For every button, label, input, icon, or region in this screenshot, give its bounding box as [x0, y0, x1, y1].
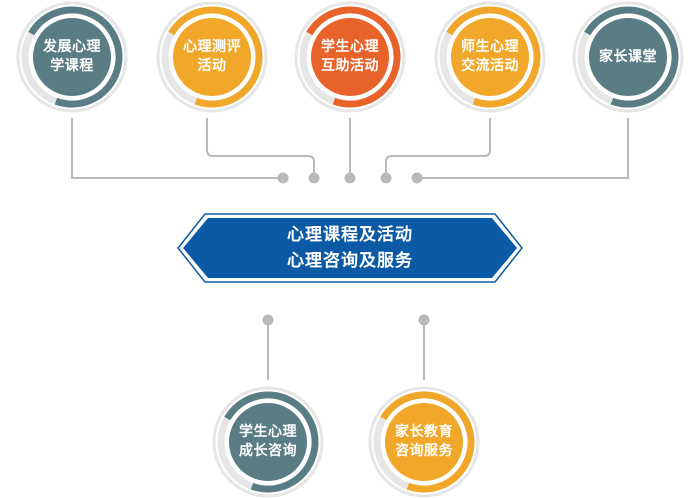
node-ring-arc	[306, 6, 401, 108]
banner-outline	[177, 213, 523, 283]
bottom-node-label-2: 家长教育咨询服务	[384, 412, 464, 472]
top-node-5	[572, 1, 684, 113]
node-ring-arc	[380, 391, 475, 493]
connector-node-4	[385, 118, 491, 178]
node-halo	[212, 386, 324, 498]
node-label-line: 学生心理	[239, 424, 297, 440]
node-fill	[311, 18, 389, 96]
node-label-line: 成长咨询	[239, 443, 297, 459]
node-label-line: 活动	[197, 58, 227, 74]
node-label-line: 心理测评	[183, 39, 241, 55]
bottom-node-label-1: 学生心理成长咨询	[228, 412, 308, 472]
bottom-dots	[262, 314, 430, 326]
bottom-connectors	[267, 320, 425, 380]
connector-node-2	[206, 118, 315, 178]
top-node-2	[156, 1, 268, 113]
banner-fill	[183, 218, 517, 278]
connector-dot	[308, 172, 320, 184]
node-label-line: 互助活动	[321, 58, 379, 74]
node-fill	[173, 18, 251, 96]
bottom-node-2	[368, 386, 480, 498]
connector-dot	[411, 172, 423, 184]
center-line-1: 心理课程及活动	[287, 225, 413, 245]
top-dots	[277, 172, 423, 184]
connector-dot	[344, 172, 356, 184]
center-line-2: 心理咨询及服务	[287, 251, 413, 271]
connector-dot	[380, 172, 392, 184]
top-node-1	[16, 1, 128, 113]
node-label-line: 师生心理	[461, 39, 519, 55]
node-ring-arc	[168, 6, 263, 108]
node-halo	[294, 1, 406, 113]
top-node-label-3: 学生心理互助活动	[310, 27, 390, 87]
node-ring-arc	[584, 6, 679, 108]
node-label-line: 学生心理	[321, 39, 379, 55]
node-label-line: 家长教育	[395, 424, 453, 440]
nodes	[16, 1, 684, 498]
node-fill	[451, 18, 529, 96]
node-halo	[156, 1, 268, 113]
node-fill	[229, 403, 307, 481]
node-fill	[589, 18, 667, 96]
connector-dot	[277, 172, 289, 184]
bottom-node-1	[212, 386, 324, 498]
node-label-line: 学课程	[50, 58, 94, 74]
node-fill	[33, 18, 111, 96]
connector-node-1	[71, 118, 283, 179]
node-ring-arc	[446, 6, 541, 108]
center-label: 心理课程及活动 心理咨询及服务	[287, 222, 413, 274]
node-halo	[368, 386, 480, 498]
top-node-3	[294, 1, 406, 113]
node-ring-arc	[28, 6, 123, 108]
top-node-label-2: 心理测评活动	[172, 27, 252, 87]
node-halo	[572, 1, 684, 113]
center-banner	[177, 213, 523, 283]
top-node-label-1: 发展心理学课程	[32, 27, 112, 87]
node-label-line: 家长课堂	[599, 48, 657, 65]
connector-dot	[418, 314, 430, 326]
top-node-4	[434, 1, 546, 113]
node-label-line: 发展心理	[43, 39, 101, 55]
node-label-line: 交流活动	[461, 58, 519, 74]
top-node-label-4: 师生心理交流活动	[450, 27, 530, 87]
node-halo	[16, 1, 128, 113]
node-ring-arc	[224, 391, 319, 493]
connector-dot	[262, 314, 274, 326]
connector-node-5	[417, 118, 629, 179]
top-connectors	[71, 118, 629, 179]
top-node-label-5: 家长课堂	[588, 27, 668, 87]
node-halo	[434, 1, 546, 113]
node-fill	[385, 403, 463, 481]
node-label-line: 咨询服务	[395, 443, 453, 459]
